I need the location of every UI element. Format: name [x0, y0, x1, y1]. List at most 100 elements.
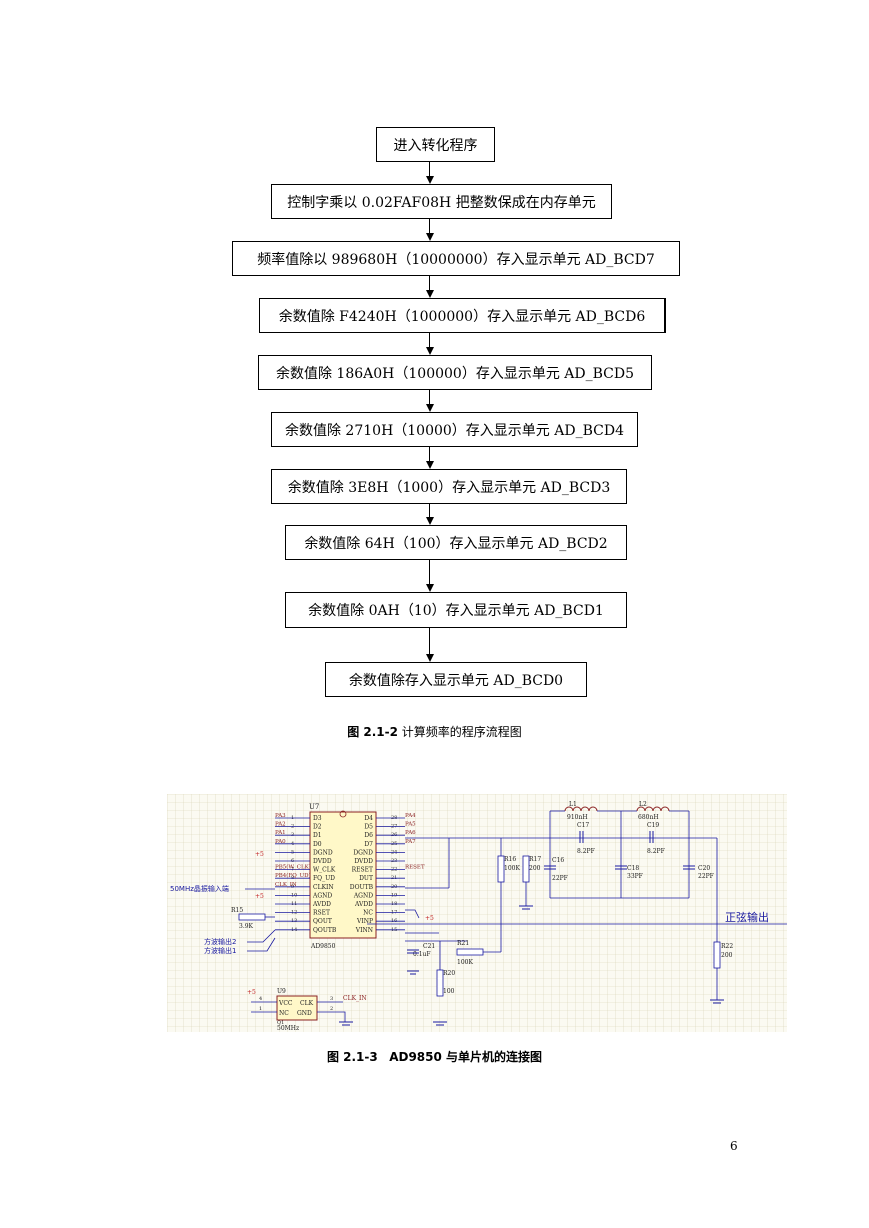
chip-net-label: PB4(FQ_UD): [275, 872, 311, 879]
flow-step-6: 余数值除 3E8H（1000）存入显示单元 AD_BCD3: [271, 469, 627, 504]
c17-label: C17: [577, 822, 589, 829]
wire: [405, 909, 420, 919]
l1-value: 910nH: [567, 814, 588, 821]
chip-pin-left: D3: [313, 815, 322, 822]
flow-arrow-line: [429, 276, 430, 290]
chip-pins: D31PA3D22PA2D13PA1D04PA0DGND5DVDD6W_CLK7…: [275, 813, 425, 934]
c16-label: C16: [552, 857, 564, 864]
flow-step-0: 进入转化程序: [376, 127, 495, 162]
chip-pin-right: DOUTB: [350, 884, 374, 891]
u9-pin-left: VCC: [278, 1000, 293, 1007]
flow-step-1: 控制字乘以 0.02FAF08H 把整数保成在内存单元: [271, 184, 612, 219]
u9-pin-num: 3: [330, 996, 333, 1002]
figure-caption-flowchart: 图 2.1-2 计算频率的程序流程图: [0, 723, 869, 740]
wire: [247, 937, 276, 952]
chip-pin-left: AVDD: [312, 901, 331, 908]
chip-pin-left: QOUTB: [313, 927, 337, 934]
chip-net-label: RESET: [405, 865, 425, 871]
flow-arrow-line: [429, 447, 430, 461]
c19-label: C19: [647, 822, 659, 829]
chip-pin-left: CLKIN: [313, 884, 334, 891]
chip-pin-right: D5: [364, 824, 373, 831]
u9-ref: Q1: [277, 1020, 284, 1026]
u9-oscillator: [276, 995, 318, 1021]
r21-label: R21: [457, 940, 469, 947]
u9-label: U9: [277, 988, 286, 995]
chip-pin-left: D1: [313, 832, 322, 839]
sine-output-label: 正弦输出: [725, 910, 769, 924]
r20-label: R20: [443, 970, 455, 977]
chip-net-label: PA5: [405, 822, 416, 828]
flow-arrow-head: [426, 654, 434, 662]
flow-step-4: 余数值除 186A0H（100000）存入显示单元 AD_BCD5: [258, 355, 652, 390]
c18-label: C18: [627, 865, 639, 872]
c21-label: C21: [423, 943, 435, 950]
flow-arrow-line: [429, 628, 430, 654]
c16-value: 22PF: [552, 875, 568, 882]
r16-value: 100K: [504, 865, 520, 872]
flow-arrow-line: [429, 219, 430, 233]
c17-value: 8.2PF: [577, 848, 595, 855]
chip-net-label: PA7: [405, 839, 416, 845]
flow-arrow-head: [426, 461, 434, 469]
l1-inductor: [564, 806, 598, 812]
flow-arrow-head: [426, 290, 434, 298]
chip-pin-right: DVDD: [354, 858, 373, 865]
chip-net-label: PA4: [405, 813, 416, 819]
chip-pin-left: DVDD: [313, 858, 332, 865]
wire: [247, 929, 276, 943]
l2-inductor: [636, 806, 670, 812]
figure-title: AD9850 与单片机的连接图: [389, 1050, 543, 1064]
plus5-label: +5: [247, 989, 256, 996]
chip-net-label: PB5(W_CLK): [275, 864, 311, 871]
figure-label: 图 2.1-2: [347, 725, 398, 739]
flow-step-2: 频率值除以 989680H（10000000）存入显示单元 AD_BCD7: [232, 241, 680, 276]
figure-title: 计算频率的程序流程图: [401, 725, 522, 739]
chip-pin-right: D4: [364, 815, 373, 822]
ad9850-schematic: U7 AD9850 D31PA3D22PA2D13PA1D04PA0DGND5D…: [167, 794, 787, 1032]
r15-label: R15: [231, 907, 243, 914]
osc-label: 50MHz晶振输入端: [170, 884, 229, 893]
c18-value: 33PF: [627, 873, 643, 880]
plus5-label: +5: [425, 915, 434, 922]
r15-resistor: [238, 913, 266, 921]
wire: [317, 1011, 346, 1022]
chip-pin-left: D2: [313, 824, 322, 831]
schematic-grid: [167, 794, 787, 1032]
flow-arrow-head: [426, 517, 434, 525]
c19-value: 8.2PF: [647, 848, 665, 855]
chip-net-label: PA0: [275, 839, 286, 845]
square-out-label-1: 方波输出1: [204, 946, 236, 955]
chip-pin-right: NC: [363, 910, 373, 917]
chip-net-label: PA2: [275, 822, 286, 828]
chip-pin-right: D7: [364, 841, 373, 848]
c20-label: C20: [698, 865, 710, 872]
r22-label: R22: [721, 943, 733, 950]
chip-pin-right: DUT: [359, 875, 373, 882]
figure-label: 图 2.1-3: [326, 1050, 378, 1064]
r16-label: R16: [504, 856, 516, 863]
chip-pin-right: DGND: [353, 849, 373, 856]
u9-pin-num: 2: [330, 1006, 333, 1012]
u9-pin-num: 4: [259, 996, 262, 1002]
chip-net-label: PA3: [275, 813, 286, 819]
flow-step-5: 余数值除 2710H（10000）存入显示单元 AD_BCD4: [271, 412, 638, 447]
square-out-label-2: 方波输出2: [204, 937, 236, 946]
flow-arrow-line: [429, 504, 430, 517]
u9-pin-num: 1: [259, 1006, 262, 1012]
r17-label: R17: [529, 856, 541, 863]
flow-arrow-head: [426, 584, 434, 592]
r17-value: 200: [529, 865, 541, 872]
plus5-label: +5: [255, 893, 264, 900]
r21-resistor: [456, 948, 484, 956]
chip-pin-right: AGND: [353, 892, 373, 899]
flow-arrow-head: [426, 233, 434, 241]
chip-pin-right: D6: [364, 832, 373, 839]
c20-value: 22PF: [698, 873, 714, 880]
chip-notch: [339, 810, 347, 818]
flow-arrow-head: [426, 176, 434, 184]
flow-arrow-line: [429, 162, 430, 176]
page-number: 6: [730, 1139, 738, 1153]
flow-arrow-line: [429, 560, 430, 584]
r22-resistor: [713, 941, 721, 969]
